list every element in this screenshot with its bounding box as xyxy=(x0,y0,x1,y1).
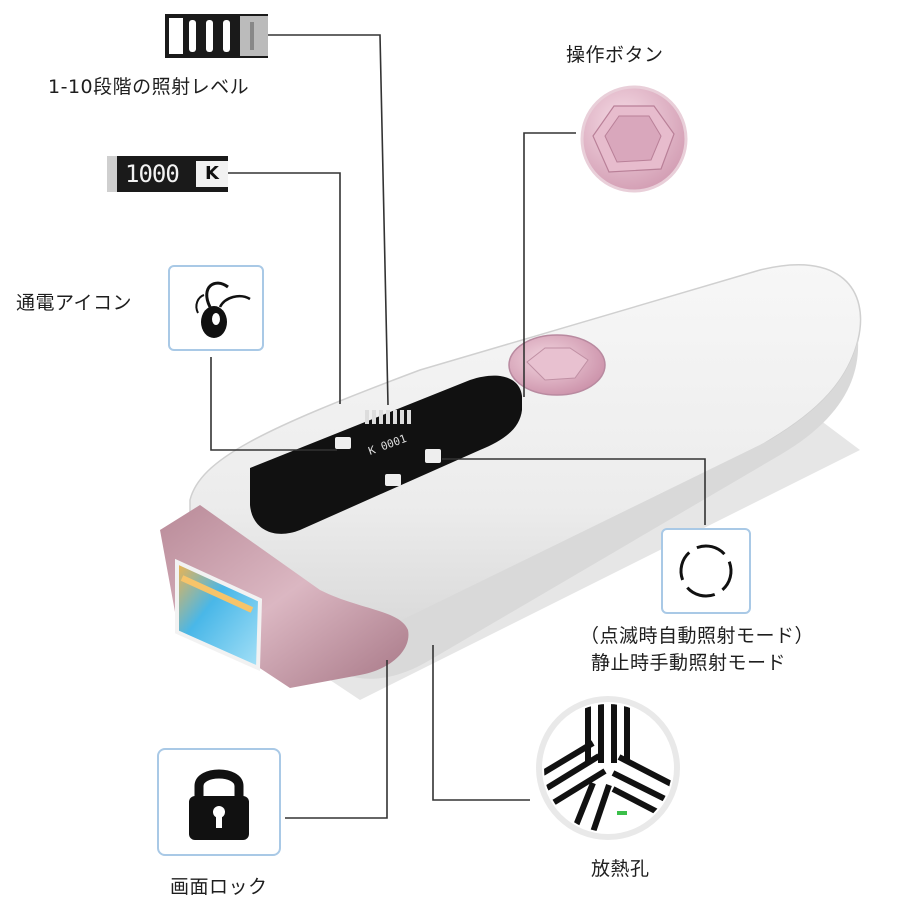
power-icon-box xyxy=(168,265,264,351)
counter-unit: K xyxy=(196,161,228,187)
mode-label-line1: （点滅時自動照射モード） xyxy=(580,625,815,647)
mode-icon-box xyxy=(661,528,751,614)
operation-button-label: 操作ボタン xyxy=(566,44,664,66)
faceted-button-icon xyxy=(579,84,689,194)
level-label: 1-10段階の照射レベル xyxy=(48,76,250,98)
mode-label-line2: 静止時手動照射モード xyxy=(591,652,787,674)
device-display xyxy=(250,375,522,534)
counter-reading: 1000 xyxy=(125,160,180,188)
vent-grille-icon xyxy=(533,693,683,843)
hair-follicle-icon xyxy=(195,281,251,338)
padlock-icon xyxy=(189,769,249,840)
level-bars-icon xyxy=(165,14,268,58)
heat-vent-label: 放熱孔 xyxy=(591,858,650,880)
power-icon-label: 通電アイコン xyxy=(16,292,133,314)
dashed-circle-icon xyxy=(679,544,733,598)
light-window xyxy=(175,558,263,672)
screen-lock-label: 画面ロック xyxy=(170,876,268,898)
counter-display: 1000 K xyxy=(107,156,228,192)
lock-icon-box xyxy=(157,748,281,856)
